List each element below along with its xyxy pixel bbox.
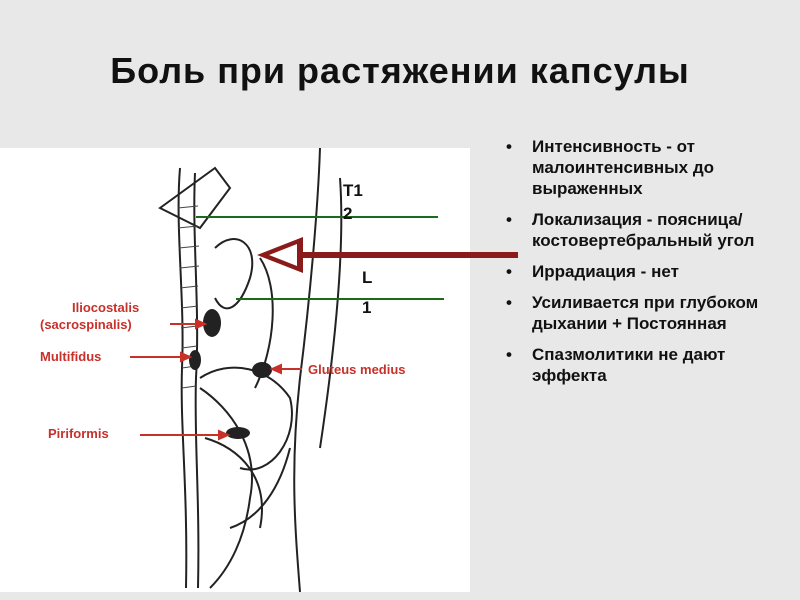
bullet-text: Спазмолитики не дают эффекта bbox=[532, 345, 726, 385]
piriformis-mark bbox=[226, 427, 250, 439]
back-sketch bbox=[158, 148, 343, 592]
bullet-dot-icon: • bbox=[506, 137, 512, 156]
multifidus-mark bbox=[189, 350, 201, 370]
bullet-text: Интенсивность - от малоинтенсивных до вы… bbox=[532, 137, 715, 198]
bullet-dot-icon: • bbox=[506, 210, 512, 229]
capsule-pointer-arrow bbox=[257, 237, 518, 273]
gluteus-mark bbox=[252, 362, 272, 378]
bullet-dot-icon: • bbox=[506, 345, 512, 364]
sacrospinalis-label: (sacrospinalis) bbox=[40, 317, 132, 332]
slide-title: Боль при растяжении капсулы bbox=[110, 50, 690, 91]
t12-label-line2: 2 bbox=[343, 204, 352, 223]
muscle-pointer-arrows bbox=[130, 318, 302, 441]
iliocostalis-mark bbox=[203, 309, 221, 337]
bullet-text: Локализация - поясница/костовертебральны… bbox=[532, 210, 755, 250]
bullet-text: Иррадиация - нет bbox=[532, 262, 679, 281]
l1-label-line2: 1 bbox=[362, 298, 371, 317]
bullet-dot-icon: • bbox=[506, 262, 512, 281]
iliocostalis-label: Iliocostalis bbox=[72, 300, 139, 315]
bullet-item-breathing: • Усиливается при глубоком дыхании + Пос… bbox=[506, 292, 786, 334]
bullet-item-localization: • Локализация - поясница/костовертебраль… bbox=[506, 209, 786, 251]
bullet-item-antispasmodics: • Спазмолитики не дают эффекта bbox=[506, 344, 786, 386]
bullet-list: • Интенсивность - от малоинтенсивных до … bbox=[506, 136, 786, 396]
anatomy-figure: T1 2 L 1 Iliocostalis (sacrospinalis) Mu… bbox=[0, 148, 470, 592]
multifidus-label: Multifidus bbox=[40, 349, 101, 364]
gluteus-medius-label: Gluteus medius bbox=[308, 362, 406, 377]
l1-label-line1: L bbox=[362, 268, 372, 287]
bullet-text: Усиливается при глубоком дыхании + Посто… bbox=[532, 293, 759, 333]
anatomy-drawing: T1 2 L 1 Iliocostalis (sacrospinalis) Mu… bbox=[40, 148, 444, 592]
vertebrae-hatching bbox=[177, 205, 200, 389]
bullet-item-intensity: • Интенсивность - от малоинтенсивных до … bbox=[506, 136, 786, 199]
piriformis-label: Piriformis bbox=[48, 426, 109, 441]
t12-label-line1: T1 bbox=[343, 181, 363, 200]
bullet-dot-icon: • bbox=[506, 293, 512, 312]
bullet-item-irradiation: • Иррадиация - нет bbox=[506, 261, 786, 282]
